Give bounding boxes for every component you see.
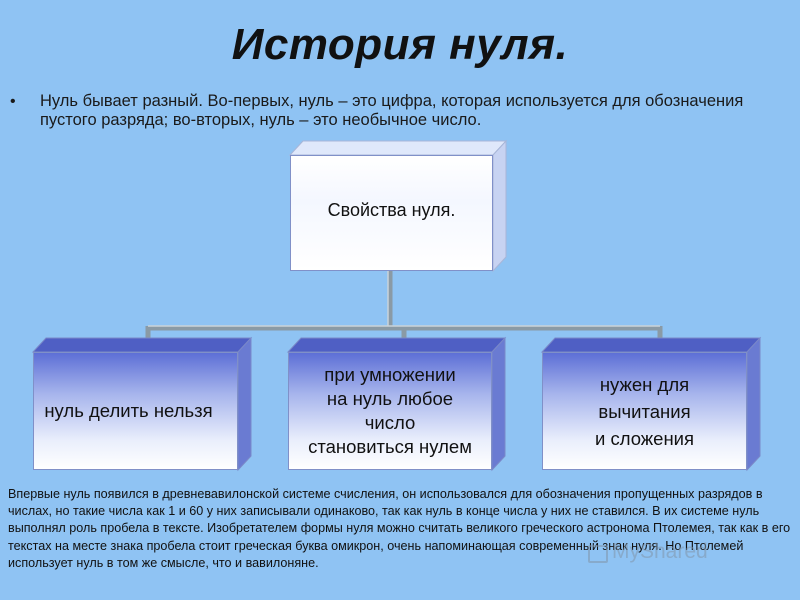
bullet-marker: • [10, 93, 16, 110]
page-title: История нуля. [231, 20, 569, 69]
intro-text: Нуль бывает разный. Во-первых, нуль – эт… [40, 92, 744, 129]
watermark-text: MyShared [612, 540, 708, 563]
child-box-arithmetic: нужен для вычитания и сложения [542, 352, 747, 470]
root-box-label: Свойства нуля. [327, 200, 456, 220]
child-box-divide: нуль делить нельзя [33, 352, 238, 470]
child-box-multiply-label: при умножении на нуль любое число станов… [308, 364, 472, 457]
history-paragraph: Впервые нуль появился в древневавилонско… [8, 487, 791, 570]
root-box: Свойства нуля. [290, 155, 493, 271]
child-box-arithmetic-label: нужен для вычитания и сложения [594, 373, 695, 449]
child-box-divide-label: нуль делить нельзя [44, 400, 213, 421]
child-box-multiply: при умножении на нуль любое число станов… [288, 352, 492, 470]
watermark-icon [588, 545, 608, 563]
